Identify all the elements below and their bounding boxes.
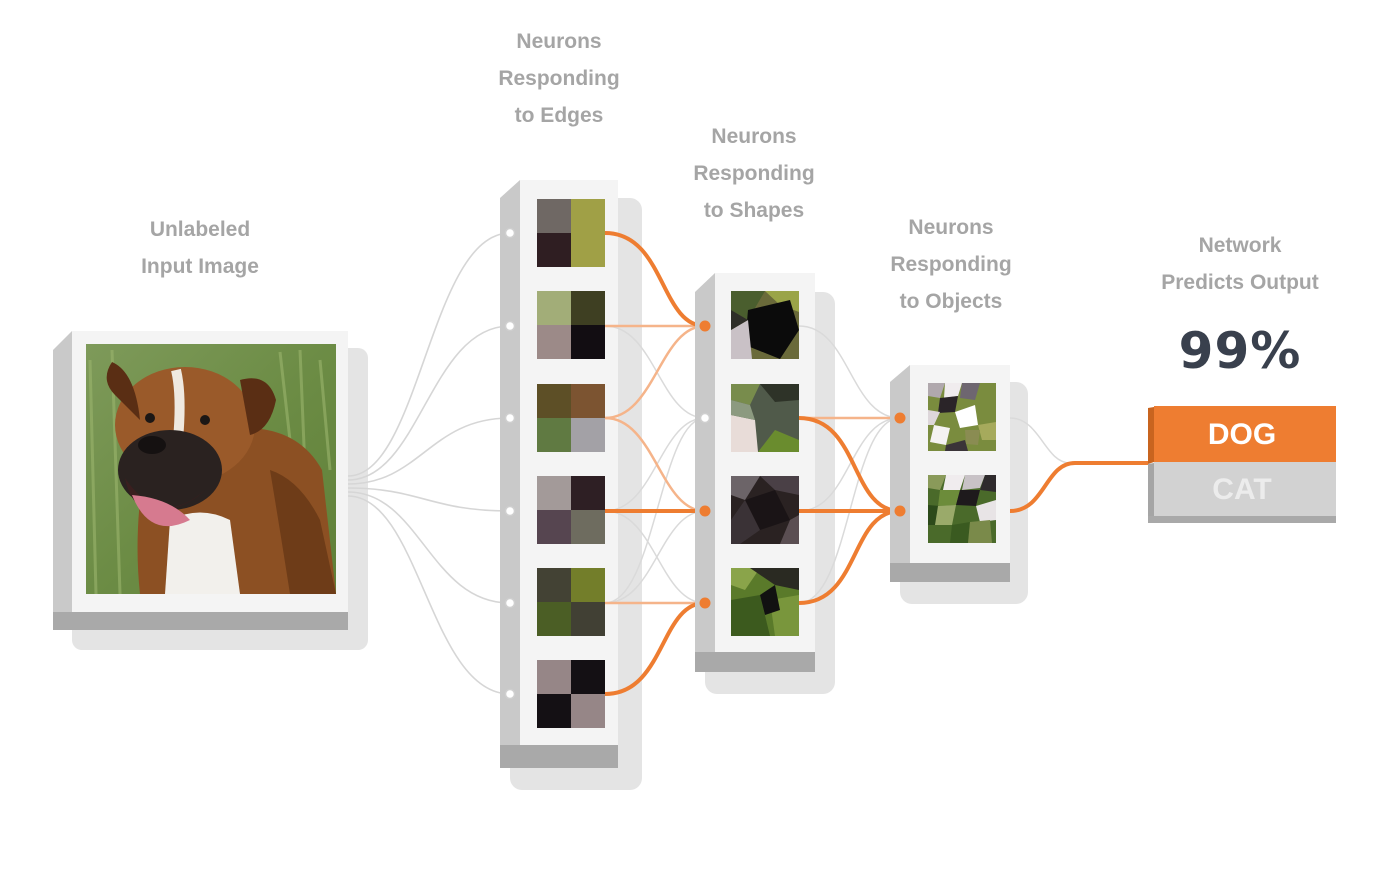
label-line: Neurons bbox=[908, 216, 994, 239]
edge-tile-1 bbox=[537, 199, 605, 267]
shapes-to-objects-active bbox=[798, 416, 901, 605]
edge-tile-6 bbox=[537, 660, 605, 728]
boxer-dog-photo bbox=[86, 344, 336, 594]
shape-active-nodes bbox=[699, 320, 711, 609]
input-image-label: Unlabeled Input Image bbox=[100, 211, 300, 285]
shape-input-nodes bbox=[699, 412, 711, 424]
edges-label: Neurons Responding to Edges bbox=[459, 23, 659, 134]
objects-to-output bbox=[1009, 417, 1148, 513]
edges-to-shapes-active bbox=[604, 231, 706, 696]
label-line: to Shapes bbox=[703, 199, 805, 222]
edge-input-nodes bbox=[504, 227, 516, 700]
edge-tile-2 bbox=[537, 291, 605, 359]
shape-tile-1 bbox=[731, 291, 799, 359]
prediction-percent: 99% bbox=[1178, 322, 1302, 380]
shape-tile-2 bbox=[731, 384, 799, 452]
edges-to-shapes-light bbox=[604, 324, 706, 605]
label-line: Input Image bbox=[141, 255, 259, 278]
object-active-nodes bbox=[894, 412, 906, 517]
cat-box-bottom bbox=[1148, 516, 1336, 523]
output-classes: DOG CAT bbox=[1148, 406, 1336, 523]
label-line: to Objects bbox=[899, 290, 1003, 313]
objects-label: Neurons Responding to Objects bbox=[851, 209, 1051, 320]
column-bottom bbox=[695, 652, 815, 672]
card-bottom bbox=[53, 612, 348, 630]
object-tile-2 bbox=[928, 475, 996, 543]
label-line: Responding bbox=[693, 162, 815, 185]
shape-tile-4 bbox=[731, 568, 799, 636]
label-line: to Edges bbox=[514, 104, 604, 127]
object-neurons-column bbox=[890, 365, 1028, 604]
edge-tile-4 bbox=[537, 476, 605, 544]
label-line: Unlabeled bbox=[149, 218, 251, 241]
edge-neurons-column bbox=[500, 180, 642, 790]
shape-tile-3 bbox=[731, 476, 799, 544]
label-line: Responding bbox=[498, 67, 620, 90]
input-image-card bbox=[53, 331, 368, 650]
label-line: Responding bbox=[890, 253, 1012, 276]
column-bottom bbox=[500, 745, 618, 768]
output-label: Network Predicts Output bbox=[1128, 227, 1352, 301]
object-tile-1 bbox=[928, 383, 996, 451]
input-to-edges-connections bbox=[347, 232, 511, 695]
cat-label: CAT bbox=[1212, 473, 1271, 506]
label-line: Neurons bbox=[516, 30, 602, 53]
edge-tile-3 bbox=[537, 384, 605, 452]
dog-label: DOG bbox=[1208, 418, 1276, 451]
shape-neurons-column bbox=[695, 273, 835, 694]
cat-box bbox=[1154, 462, 1336, 516]
label-line: Predicts Output bbox=[1161, 271, 1319, 294]
column-bottom bbox=[890, 563, 1010, 582]
label-line: Neurons bbox=[711, 125, 797, 148]
shapes-label: Neurons Responding to Shapes bbox=[654, 118, 854, 229]
edge-tile-5 bbox=[537, 568, 605, 636]
label-line: Network bbox=[1198, 234, 1282, 257]
column-face bbox=[520, 180, 618, 745]
dog-box bbox=[1154, 406, 1336, 463]
